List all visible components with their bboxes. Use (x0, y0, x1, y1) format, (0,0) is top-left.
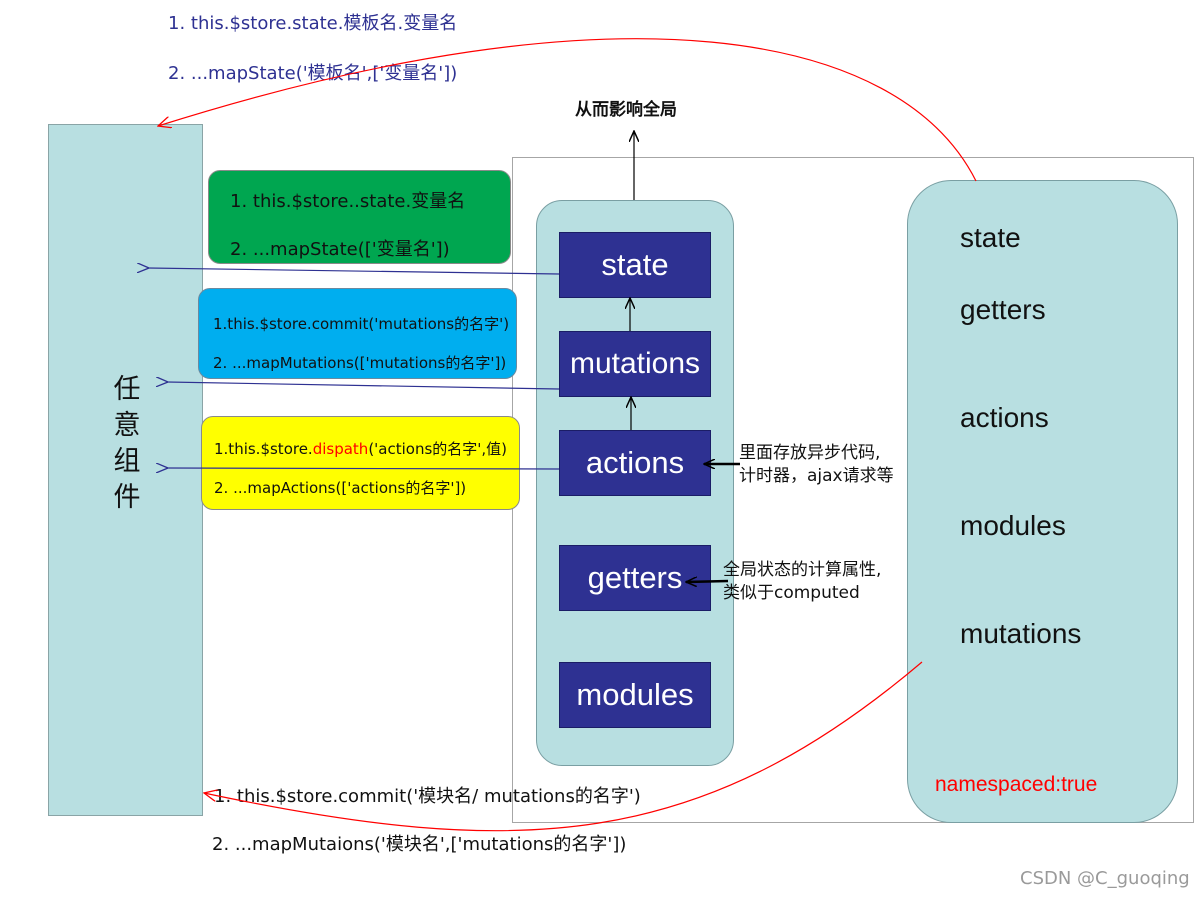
mutations-to-component-arrow (167, 382, 560, 390)
getters-note-line-1: 全局状态的计算属性, (723, 560, 882, 580)
actions-usage-box: 1.this.$store.dispath('actions的名字',值) 2.… (201, 416, 520, 510)
getters-note-line-2: 类似于computed (723, 583, 860, 603)
module-panel (907, 180, 1178, 823)
mutations-usage-line-1: 1.this.$store.commit('mutations的名字') (213, 315, 510, 333)
actions-usage-prefix: 1.this.$store. (214, 440, 313, 458)
modules-box: modules (559, 662, 711, 728)
module-item-state: state (960, 222, 1021, 253)
actions-usage-line-1: 1.this.$store.dispath('actions的名字',值) (214, 438, 507, 459)
mutations-usage-box: 1.this.$store.commit('mutations的名字') 2. … (198, 288, 517, 379)
state-usage-line-2: 2. ...mapState(['变量名']) (230, 239, 450, 260)
actions-box: actions (559, 430, 711, 496)
module-commit-line: 1. this.$store.commit('模块名/ mutations的名字… (214, 786, 641, 807)
module-mapmutations-line: 2. ...mapMutaions('模块名',['mutations的名字']… (212, 834, 627, 855)
module-item-actions: actions (960, 402, 1049, 433)
state-box: state (559, 232, 711, 298)
module-mapstate-line: 2. ...mapState('模板名',['变量名']) (168, 63, 458, 84)
module-state-curve-arrow (158, 38, 977, 182)
state-usage-box: 1. this.$store..state.变量名 2. ...mapState… (208, 170, 511, 264)
actions-note-line-1: 里面存放异步代码, (739, 443, 881, 463)
any-component-label: 任意组件 (113, 374, 141, 513)
any-component-panel (48, 124, 203, 816)
actions-usage-suffix: ('actions的名字',值) (368, 440, 508, 458)
mutations-usage-line-2: 2. ...mapMutations(['mutations的名字']) (213, 354, 507, 372)
watermark: CSDN @C_guoqing (1020, 868, 1190, 889)
state-to-component-arrow (148, 268, 560, 275)
actions-usage-line-2: 2. ...mapActions(['actions的名字']) (214, 479, 467, 497)
actions-dispatch-method: dispath (312, 440, 369, 458)
module-state-access-line: 1. this.$store.state.模板名.变量名 (168, 13, 458, 34)
global-effect-label: 从而影响全局 (575, 100, 677, 120)
module-item-mutations: mutations (960, 618, 1082, 649)
module-item-modules: modules (960, 510, 1066, 541)
module-item-getters: getters (960, 294, 1046, 325)
mutations-box: mutations (559, 331, 711, 397)
getters-box: getters (559, 545, 711, 611)
actions-note-line-2: 计时器，ajax请求等 (739, 466, 894, 486)
state-usage-line-1: 1. this.$store..state.变量名 (230, 191, 466, 212)
module-mutations-curve-arrow (204, 661, 923, 832)
getters-note-arrow (686, 581, 729, 582)
namespaced-label: namespaced:true (935, 773, 1098, 796)
actions-to-component-arrow (167, 468, 560, 469)
